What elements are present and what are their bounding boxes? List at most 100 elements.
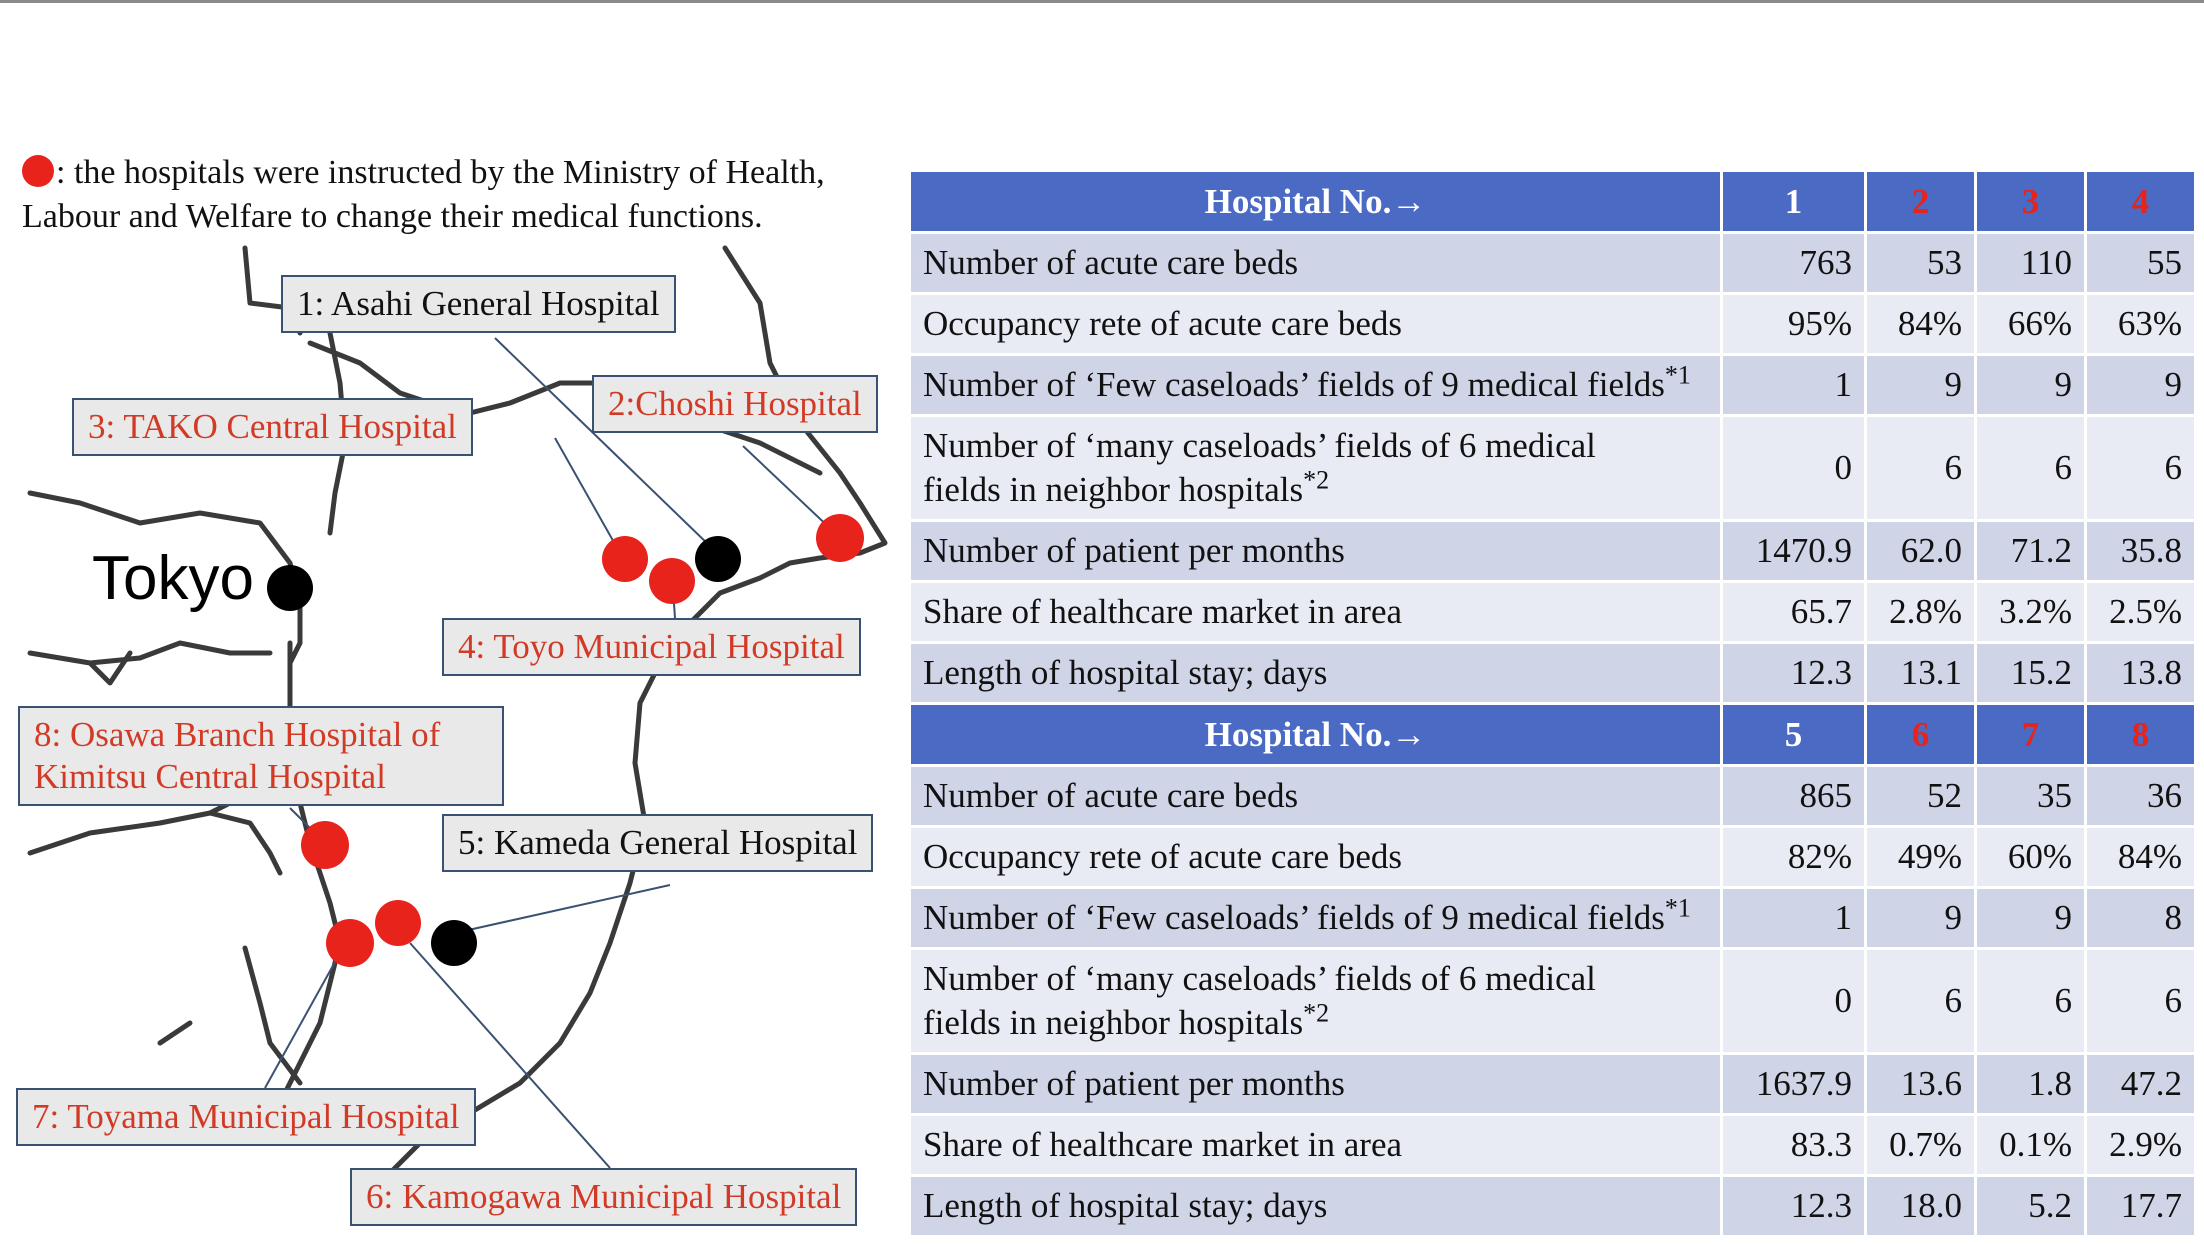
cell-value: 66%	[1974, 292, 2087, 356]
cell-value: 6	[1974, 947, 2087, 1055]
cell-value: 3.2%	[1974, 580, 2087, 644]
cell-value: 1470.9	[1720, 519, 1867, 583]
cell-value: 1	[1720, 886, 1867, 950]
row-label: Length of hospital stay; days	[908, 641, 1723, 705]
table-row: Number of ‘many caseloads’ fields of 6 m…	[908, 414, 2197, 522]
cell-value: 15.2	[1974, 641, 2087, 705]
legend-text: : the hospitals were instructed by the M…	[22, 154, 825, 235]
cell-value: 65.7	[1720, 580, 1867, 644]
cell-value: 9	[1864, 886, 1977, 950]
cell-value: 8	[2084, 886, 2197, 950]
row-label-text: fields in neighbor hospitals	[923, 470, 1304, 509]
cell-value: 13.8	[2084, 641, 2197, 705]
cell-value: 9	[2084, 353, 2197, 417]
row-label: Number of ‘Few caseloads’ fields of 9 me…	[908, 886, 1723, 950]
row-label: Number of acute care beds	[908, 231, 1723, 295]
header-hospital-no: 5	[1720, 702, 1867, 767]
cell-value: 52	[1864, 764, 1977, 828]
cell-value: 36	[2084, 764, 2197, 828]
row-label: Share of healthcare market in area	[908, 1113, 1723, 1177]
cell-value: 71.2	[1974, 519, 2087, 583]
table-row: Length of hospital stay; days 12.3 18.0 …	[908, 1174, 2197, 1238]
cell-value: 110	[1974, 231, 2087, 295]
cell-value: 0	[1720, 947, 1867, 1055]
table-row: Number of acute care beds 865 52 35 36	[908, 764, 2197, 828]
footnote-marker: *2	[1303, 465, 1330, 495]
cell-value: 1.8	[1974, 1052, 2087, 1116]
table-row: Share of healthcare market in area 83.3 …	[908, 1113, 2197, 1177]
header-hospital-no: 3	[1974, 169, 2087, 234]
cell-value: 0.7%	[1864, 1113, 1977, 1177]
cell-value: 53	[1864, 231, 1977, 295]
header-hospital-no: 1	[1720, 169, 1867, 234]
cell-value: 49%	[1864, 825, 1977, 889]
table-row: Number of patient per months 1637.9 13.6…	[908, 1052, 2197, 1116]
marker-hospital-6	[375, 900, 421, 946]
cell-value: 13.6	[1864, 1052, 1977, 1116]
cell-value: 84%	[2084, 825, 2197, 889]
header-hospital-no: 4	[2084, 169, 2197, 234]
cell-value: 2.5%	[2084, 580, 2197, 644]
footnote-marker: *1	[1664, 893, 1691, 923]
row-label: Occupancy rete of acute care beds	[908, 825, 1723, 889]
cell-value: 95%	[1720, 292, 1867, 356]
cell-value: 6	[1864, 414, 1977, 522]
cell-value: 6	[2084, 414, 2197, 522]
cell-value: 62.0	[1864, 519, 1977, 583]
marker-hospital-2	[816, 514, 864, 562]
cell-value: 18.0	[1864, 1174, 1977, 1238]
cell-value: 2.8%	[1864, 580, 1977, 644]
row-label-text: Number of ‘Few caseloads’ fields of 9 me…	[923, 365, 1665, 404]
cell-value: 13.1	[1864, 641, 1977, 705]
header-label: Hospital No.→	[908, 169, 1723, 234]
row-label: Number of ‘Few caseloads’ fields of 9 me…	[908, 353, 1723, 417]
cell-value: 5.2	[1974, 1174, 2087, 1238]
cell-value: 9	[1974, 353, 2087, 417]
cell-value: 60%	[1974, 825, 2087, 889]
row-label-text: Number of ‘many caseloads’ fields of 6 m…	[923, 959, 1596, 998]
label-hospital-1: 1: Asahi General Hospital	[281, 275, 676, 333]
header-hospital-no: 8	[2084, 702, 2197, 767]
cell-value: 6	[1974, 414, 2087, 522]
label-hospital-8: 8: Osawa Branch Hospital of Kimitsu Cent…	[18, 706, 504, 806]
table-row: Occupancy rete of acute care beds 82% 49…	[908, 825, 2197, 889]
row-label: Number of ‘many caseloads’ fields of 6 m…	[908, 414, 1723, 522]
cell-value: 6	[1864, 947, 1977, 1055]
legend-note: : the hospitals were instructed by the M…	[22, 151, 902, 239]
red-dot-icon	[22, 155, 54, 187]
marker-hospital-1	[695, 536, 741, 582]
city-label-tokyo: Tokyo	[92, 544, 254, 613]
row-label-text: fields in neighbor hospitals	[923, 1003, 1304, 1042]
row-label: Occupancy rete of acute care beds	[908, 292, 1723, 356]
footnote-marker: *2	[1303, 998, 1330, 1028]
cell-value: 83.3	[1720, 1113, 1867, 1177]
row-label: Share of healthcare market in area	[908, 580, 1723, 644]
label-hospital-3: 3: TAKO Central Hospital	[72, 398, 473, 456]
header-hospital-no: 6	[1864, 702, 1977, 767]
cell-value: 763	[1720, 231, 1867, 295]
cell-value: 0.1%	[1974, 1113, 2087, 1177]
label-hospital-4: 4: Toyo Municipal Hospital	[442, 618, 861, 676]
cell-value: 47.2	[2084, 1052, 2197, 1116]
cell-value: 12.3	[1720, 641, 1867, 705]
cell-value: 35.8	[2084, 519, 2197, 583]
table-row: Share of healthcare market in area 65.7 …	[908, 580, 2197, 644]
table-row: Number of acute care beds 763 53 110 55	[908, 231, 2197, 295]
cell-value: 9	[1864, 353, 1977, 417]
header-label: Hospital No.→	[908, 702, 1723, 767]
label-hospital-7: 7: Toyama Municipal Hospital	[16, 1088, 476, 1146]
header-hospital-no: 7	[1974, 702, 2087, 767]
cell-value: 55	[2084, 231, 2197, 295]
row-label: Length of hospital stay; days	[908, 1174, 1723, 1238]
cell-value: 63%	[2084, 292, 2197, 356]
cell-value: 6	[2084, 947, 2197, 1055]
table-header-row: Hospital No.→ 1 2 3 4	[908, 169, 2197, 234]
cell-value: 84%	[1864, 292, 1977, 356]
row-label: Number of acute care beds	[908, 764, 1723, 828]
table-row: Number of ‘Few caseloads’ fields of 9 me…	[908, 353, 2197, 417]
table-row: Number of patient per months 1470.9 62.0…	[908, 519, 2197, 583]
row-label: Number of patient per months	[908, 519, 1723, 583]
marker-hospital-5	[431, 920, 477, 966]
footnote-marker: *1	[1664, 360, 1691, 390]
